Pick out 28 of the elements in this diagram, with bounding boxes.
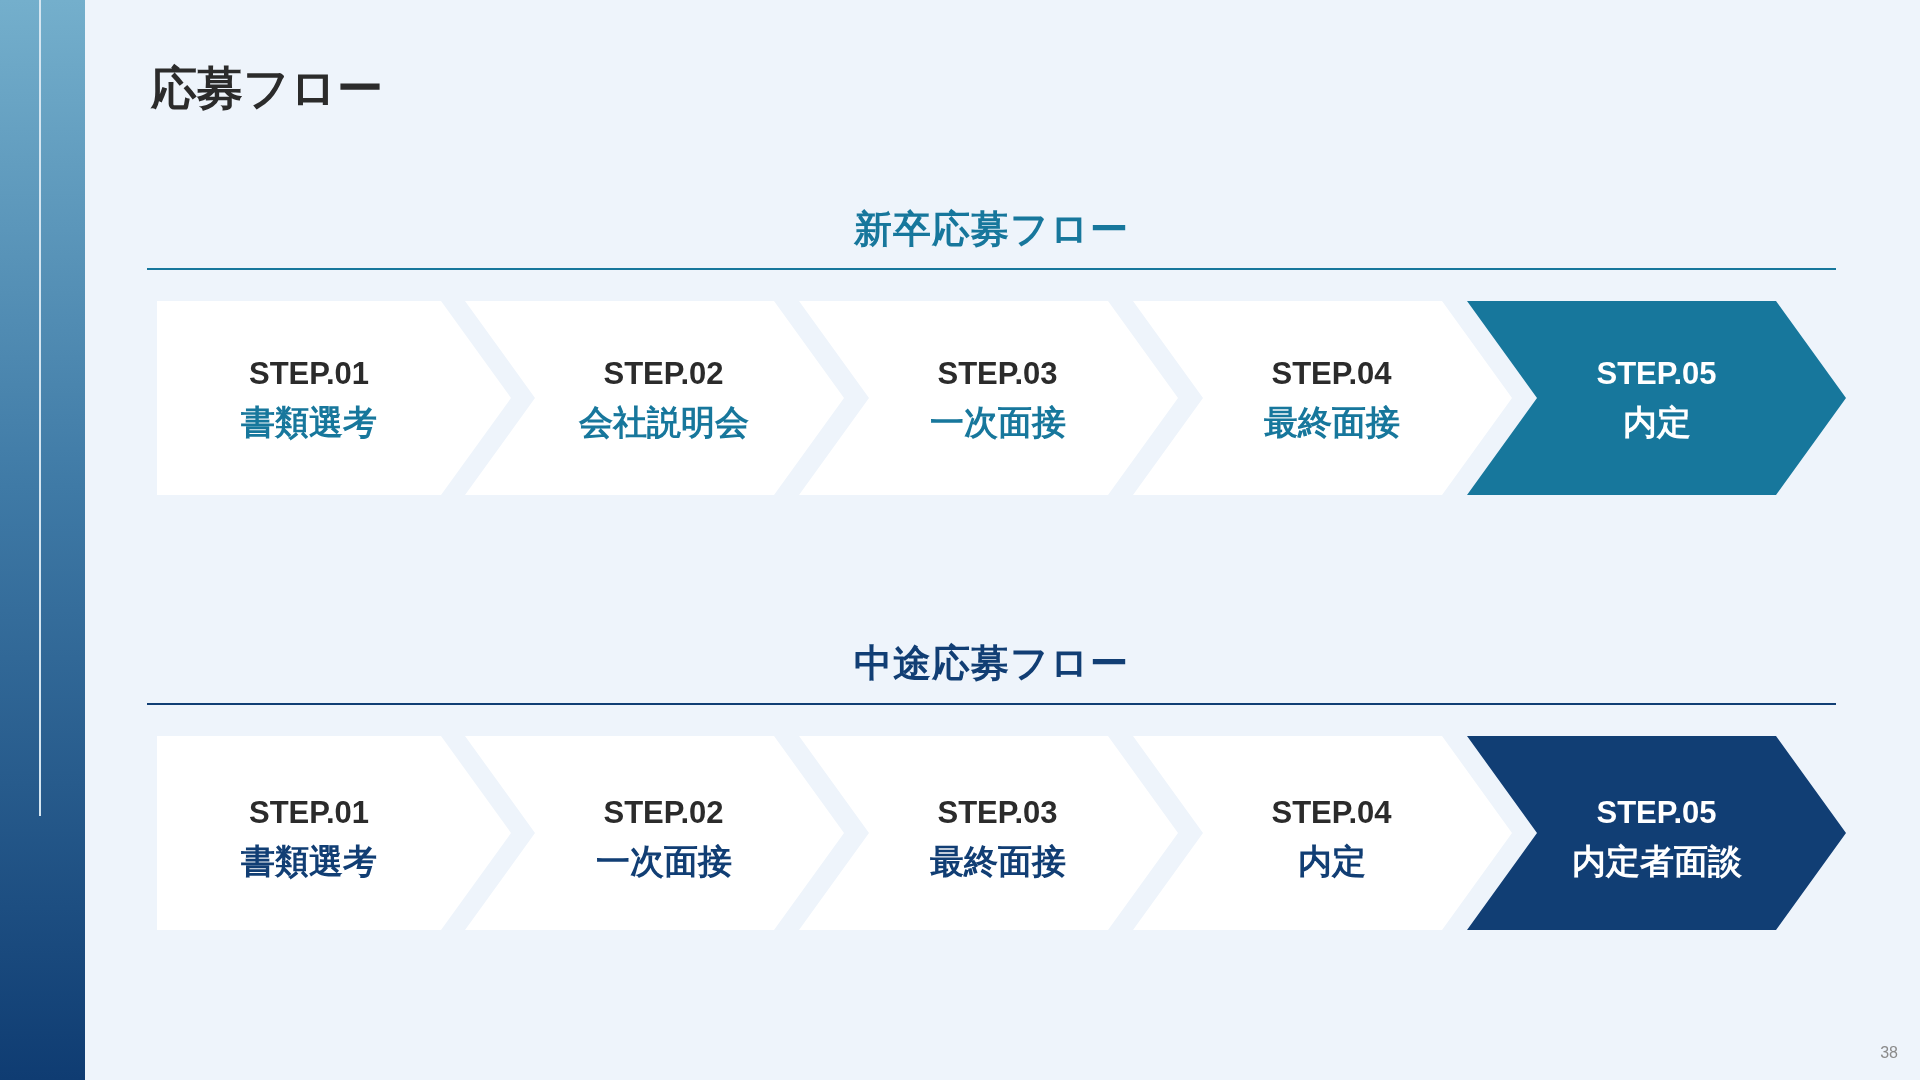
- step-number: STEP.05: [1596, 794, 1717, 832]
- step-number: STEP.01: [248, 355, 370, 393]
- process-step-panel: [1467, 301, 1846, 495]
- section-heading: 中途応募フロー: [853, 641, 1129, 686]
- process-step-panel: [1133, 301, 1512, 495]
- step-name: 内定: [1622, 402, 1691, 443]
- step-name: 一次面接: [929, 402, 1066, 443]
- process-step-panel: [1133, 736, 1512, 930]
- step-number: STEP.04: [1271, 355, 1392, 393]
- step-number: STEP.02: [603, 355, 724, 393]
- step-name: 最終面接: [929, 841, 1066, 882]
- step-number: STEP.04: [1271, 794, 1392, 832]
- step-name: 書類選考: [241, 402, 377, 443]
- step-number: STEP.02: [603, 794, 724, 832]
- step-name: 書類選考: [241, 841, 377, 882]
- step-number: STEP.03: [937, 794, 1058, 832]
- step-name: 一次面接: [595, 841, 732, 882]
- process-step-panel: [1467, 736, 1846, 930]
- section-heading: 新卒応募フロー: [853, 207, 1129, 252]
- step-number: STEP.05: [1596, 355, 1717, 393]
- page-number: 38: [1880, 1043, 1898, 1063]
- step-name: 内定: [1297, 841, 1366, 882]
- step-name: 会社説明会: [578, 402, 749, 443]
- step-name: 内定者面談: [1571, 841, 1742, 882]
- step-number: STEP.03: [937, 355, 1058, 393]
- step-number: STEP.01: [248, 794, 370, 832]
- step-name: 最終面接: [1263, 402, 1400, 443]
- page-title: 応募フロー: [151, 61, 383, 116]
